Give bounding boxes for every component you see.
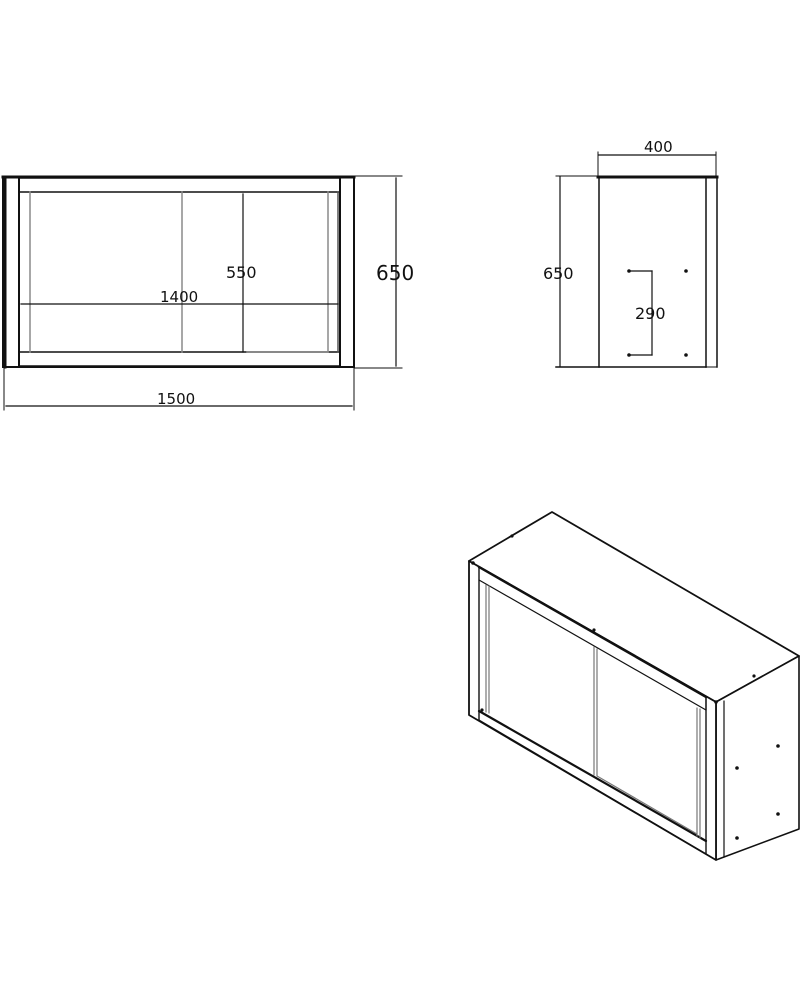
iso-details bbox=[471, 534, 756, 712]
iso-sliding-doors bbox=[485, 584, 701, 839]
isometric-view bbox=[468, 511, 800, 861]
dim-label-650-front: 650 bbox=[376, 261, 414, 285]
dim-label-400: 400 bbox=[644, 138, 673, 156]
mounting-holes-iso bbox=[735, 744, 780, 840]
dim-label-290: 290 bbox=[635, 304, 666, 323]
dim-label-550: 550 bbox=[226, 263, 257, 282]
dim-label-1500: 1500 bbox=[157, 390, 195, 408]
top-rail bbox=[18, 177, 341, 193]
dim-label-650-side: 650 bbox=[543, 264, 574, 283]
dim-label-1400: 1400 bbox=[160, 288, 198, 306]
front-view bbox=[1, 175, 403, 411]
side-view bbox=[555, 151, 719, 368]
sliding-doors bbox=[29, 191, 329, 353]
mounting-holes-side bbox=[627, 269, 688, 357]
bottom-rail bbox=[18, 351, 341, 367]
right-side-post bbox=[339, 176, 355, 368]
